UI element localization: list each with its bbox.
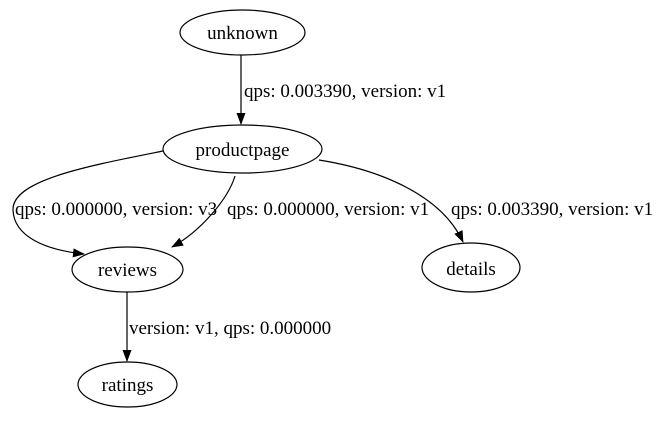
node-ratings-label: ratings: [102, 375, 154, 396]
edge-productpage-reviews-v1: [171, 175, 236, 248]
node-ratings: ratings: [77, 361, 178, 408]
node-productpage-label: productpage: [196, 140, 290, 161]
edge-label-productpage-details: qps: 0.003390, version: v1: [451, 199, 653, 220]
node-ratings-ellipse: [77, 361, 178, 408]
edge-label-productpage-reviews-v1: qps: 0.000000, version: v1: [227, 199, 429, 220]
node-details-label: details: [446, 259, 496, 280]
edge-productpage-details: [318, 159, 464, 243]
edge-label-unknown-productpage: qps: 0.003390, version: v1: [244, 81, 446, 102]
node-reviews: reviews: [71, 246, 184, 293]
node-unknown: unknown: [179, 9, 306, 56]
node-unknown-ellipse: [179, 9, 306, 56]
edge-label-productpage-reviews-v3: qps: 0.000000, version: v3: [15, 199, 217, 220]
nodes-layer: unknown productpage reviews details rati…: [71, 9, 521, 408]
edge-productpage-reviews-v3: [12, 150, 164, 258]
node-details-ellipse: [421, 242, 521, 293]
node-reviews-ellipse: [71, 246, 184, 293]
edge-label-reviews-ratings: version: v1, qps: 0.000000: [129, 318, 331, 339]
edge-labels-layer: qps: 0.003390, version: v1 qps: 0.000000…: [15, 81, 653, 339]
node-unknown-label: unknown: [207, 23, 278, 44]
edges-layer: [12, 55, 464, 362]
node-productpage-ellipse: [162, 124, 323, 174]
node-details: details: [421, 242, 521, 293]
node-productpage: productpage: [162, 124, 323, 174]
node-reviews-label: reviews: [98, 260, 157, 281]
